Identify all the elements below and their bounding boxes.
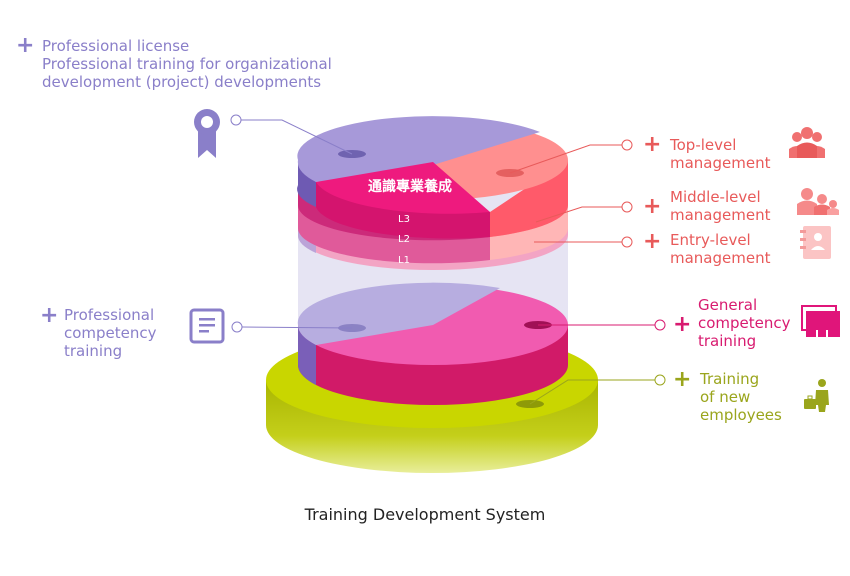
plus-icon: + [643, 229, 662, 254]
plus-icon: + [643, 132, 662, 157]
label-line: Professional [64, 306, 155, 324]
level-label-l3: L3 [398, 214, 410, 225]
professional-competency-label: Professional competency training [64, 306, 157, 360]
presentation-board-icon [801, 305, 840, 337]
label-line: of new [700, 388, 751, 406]
plus-icon: + [643, 194, 662, 219]
plus-icon: + [673, 312, 692, 337]
group-of-people-icon [797, 188, 839, 215]
label-line: General [698, 296, 758, 314]
label-line: training [698, 332, 757, 350]
label-line: competency [698, 314, 791, 332]
label-line: management [670, 249, 771, 267]
level-label-l1: L1 [398, 255, 410, 266]
label-line: management [670, 154, 771, 172]
top-cylinder [297, 116, 569, 270]
plus-icon: + [673, 367, 692, 392]
label-line: employees [700, 406, 782, 424]
label-line: Professional license [42, 37, 190, 55]
professional-license-label: Professional license Professional traini… [42, 37, 332, 91]
award-ribbon-icon [194, 109, 220, 158]
label-line: management [670, 206, 771, 224]
general-competency-label: General competency training [698, 296, 791, 350]
diagram-caption: Training Development System [304, 505, 546, 524]
label-line: Middle-level [670, 188, 761, 206]
level-label-l2: L2 [398, 234, 410, 245]
middle-cylinder [297, 282, 568, 405]
label-line: Entry-level [670, 231, 751, 249]
group-of-three-people-icon [789, 127, 825, 158]
new-employees-label: Training of new employees [700, 370, 782, 424]
plus-icon: + [16, 33, 35, 58]
document-icon [189, 308, 225, 344]
label-line: Training [700, 370, 760, 388]
plus-icon: + [40, 303, 59, 328]
person-with-briefcase-icon [804, 379, 829, 412]
label-line: Professional training for organizational [42, 55, 332, 73]
label-line: competency [64, 324, 157, 342]
label-line: development (project) developments [42, 73, 322, 91]
label-line: training [64, 342, 123, 360]
center-label: 通識專業養成 [368, 178, 452, 195]
connector-lines [230, 114, 666, 405]
contact-book-icon [800, 226, 831, 259]
entry-level-label: Entry-level management [670, 231, 770, 267]
middle-level-label: Middle-level management [670, 188, 770, 224]
label-line: Top-level [670, 136, 737, 154]
top-level-label: Top-level management [670, 136, 770, 172]
